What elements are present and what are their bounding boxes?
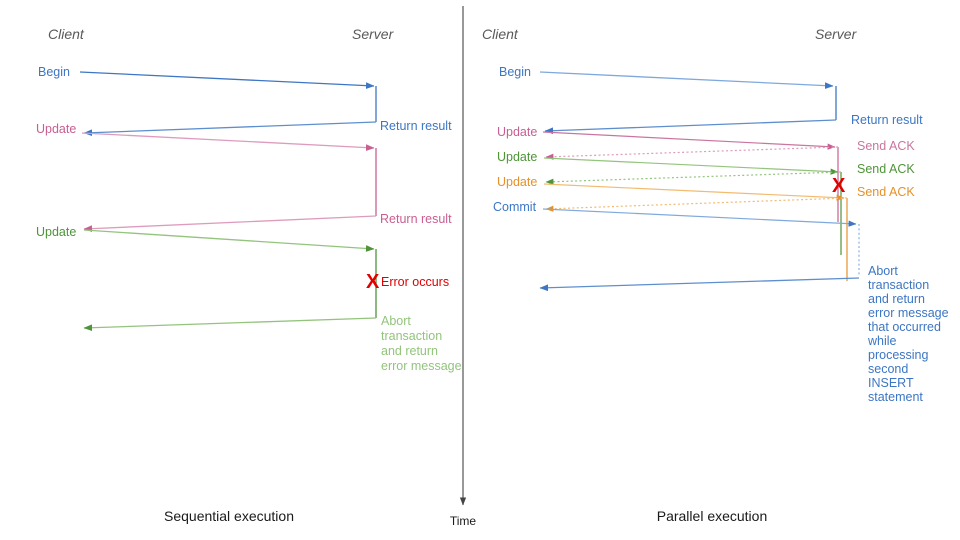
left-server-title: Server [352,26,395,42]
left-abort-line-1: Abort [381,314,411,328]
right-abort-line-6: while [867,334,897,348]
right-abort-line-4: error message [868,306,949,320]
right-arrow-update-3 [543,183,845,201]
right-label-send-ack-3: Send ACK [857,185,915,199]
right-label-commit: Commit [493,200,537,214]
right-abort-line-3: and return [868,292,925,306]
left-label-update-2: Update [36,225,76,239]
right-abort-line-8: second [868,362,908,376]
right-label-update-1: Update [497,125,537,139]
right-arrow-return-result [544,119,837,135]
left-caption: Sequential execution [164,508,294,524]
right-label-return-result: Return result [851,113,923,127]
left-arrow-begin [79,71,375,89]
left-label-return-result-2: Return result [380,212,452,226]
left-client-title: Client [48,26,85,42]
right-error-x-icon: X [832,175,846,197]
left-arrow-return-result-1 [83,121,377,137]
left-label-return-result-1: Return result [380,119,452,133]
left-arrow-update-1 [81,132,375,151]
left-label-error-occurs: Error occurs [381,275,449,289]
left-arrow-abort [83,317,377,332]
right-client-title: Client [482,26,519,42]
left-abort-line-4: error message [381,359,462,373]
left-abort-line-2: transaction [381,329,442,343]
right-abort-line-9: INSERT [868,376,914,390]
right-arrow-send-ack-1 [545,146,839,160]
right-abort-line-5: that occurred [868,320,941,334]
right-abort-line-7: processing [868,348,928,362]
left-abort-line-3: and return [381,344,438,358]
left-arrow-update-2 [83,229,375,252]
right-label-send-ack-1: Send ACK [857,139,915,153]
right-abort-line-10: statement [868,390,923,404]
right-label-update-3: Update [497,175,537,189]
right-arrow-send-ack-3 [545,197,848,212]
right-arrow-update-2 [543,157,839,175]
right-abort-line-2: transaction [868,278,929,292]
panel-sequential: Client Server Begin Return result Update… [36,26,462,524]
time-axis-label: Time [450,514,477,528]
panel-parallel: Client Server Begin Return result Update… [482,26,949,524]
right-arrow-commit [542,208,857,227]
right-arrow-begin [539,71,834,89]
left-label-update-1: Update [36,122,76,136]
left-arrow-return-result-2 [83,215,377,233]
right-label-send-ack-2: Send ACK [857,162,915,176]
left-error-x-icon: X [366,271,380,293]
right-arrow-send-ack-2 [545,171,842,185]
right-label-update-2: Update [497,150,537,164]
right-server-title: Server [815,26,858,42]
right-caption: Parallel execution [657,508,768,524]
right-abort-line-1: Abort [868,264,898,278]
right-arrow-abort [539,277,860,292]
right-label-begin: Begin [499,65,531,79]
left-label-begin: Begin [38,65,70,79]
right-arrow-update-1 [542,131,836,150]
